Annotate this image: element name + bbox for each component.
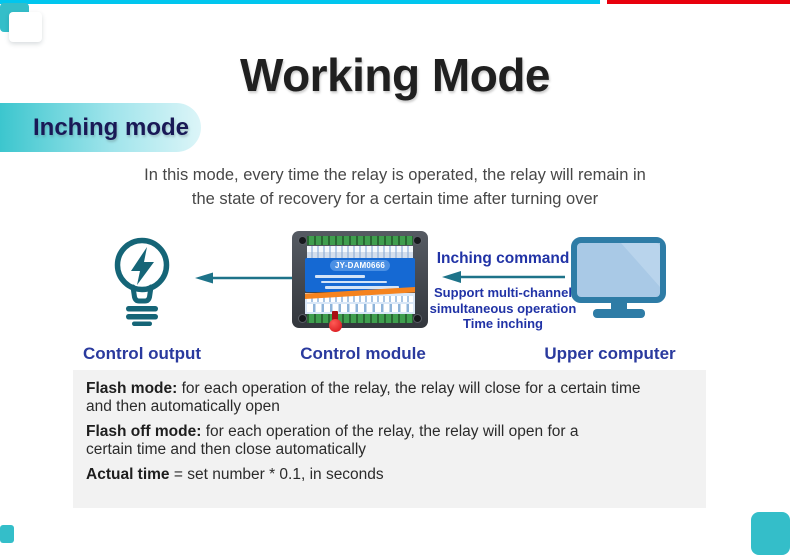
corner-accent-bottom-right <box>751 512 790 555</box>
flash-off-mode-note: Flash off mode: for each operation of th… <box>86 423 692 458</box>
module-antenna-connector-icon <box>328 311 342 335</box>
module-spec-row <box>321 280 387 283</box>
module-spec-row <box>315 275 365 278</box>
support-note-line2: simultaneous operation <box>429 300 577 316</box>
lightbulb-flash-icon <box>110 236 176 331</box>
flash-mode-label: Flash mode: <box>86 380 178 397</box>
mode-notes-box: Flash mode: for each operation of the re… <box>73 370 706 508</box>
module-terminal-row <box>307 296 413 302</box>
support-note: Support multi-channel simultaneous opera… <box>423 285 583 332</box>
module-screw-icon <box>413 314 422 323</box>
module-spec-row <box>325 286 399 289</box>
top-accent-line-cyan <box>0 0 600 4</box>
flash-off-mode-text: for each operation of the relay, the rel… <box>86 423 579 458</box>
actual-time-note: Actual time = set number * 0.1, in secon… <box>86 466 692 484</box>
module-screw-icon <box>413 236 422 245</box>
module-terminal-labels <box>307 246 413 258</box>
module-terminal-row <box>307 304 413 312</box>
relay-control-module-image: JY-DAM0666 <box>292 231 428 332</box>
page-title: Working Mode <box>239 49 551 101</box>
left-arrow-computer-to-module-icon <box>441 270 566 289</box>
top-accent-line-red <box>607 0 790 4</box>
section-pill-label: Inching mode <box>33 113 189 141</box>
inching-command-label: Inching command <box>436 250 570 267</box>
caption-control-module: Control module <box>300 344 426 363</box>
support-note-line1: Support multi-channel <box>434 285 572 300</box>
actual-time-label: Actual time <box>86 466 170 483</box>
corner-accent-top-left-white <box>9 12 42 42</box>
module-screw-icon <box>298 314 307 323</box>
mode-description: In this mode, every time the relay is op… <box>144 166 646 208</box>
actual-time-text: = set number * 0.1, in seconds <box>169 466 384 483</box>
module-front-panel: JY-DAM0666 <box>305 258 415 292</box>
support-note-line3: Time inching <box>463 316 543 331</box>
caption-upper-computer: Upper computer <box>544 344 676 363</box>
caption-control-output: Control output <box>82 344 201 363</box>
left-arrow-module-to-output-icon <box>194 271 306 290</box>
flash-mode-text: for each operation of the relay, the rel… <box>86 380 641 415</box>
section-pill-inching-mode: Inching mode <box>0 103 201 152</box>
desktop-monitor-icon <box>571 237 667 324</box>
module-terminal-strip-bottom <box>307 314 413 323</box>
flash-off-mode-label: Flash off mode: <box>86 423 202 440</box>
module-terminal-area <box>305 293 415 314</box>
module-screw-icon <box>298 236 307 245</box>
module-model-badge: JY-DAM0666 <box>330 260 390 271</box>
module-terminal-strip-top <box>307 236 413 245</box>
corner-accent-bottom-left <box>0 525 14 543</box>
flash-mode-note: Flash mode: for each operation of the re… <box>86 380 692 415</box>
